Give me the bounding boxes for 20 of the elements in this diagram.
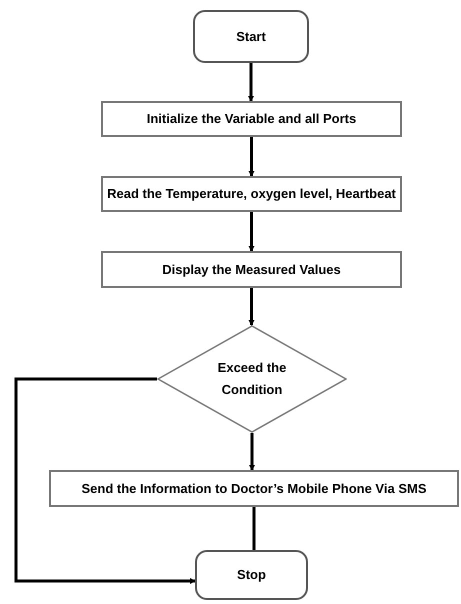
- process-box: [101, 176, 402, 212]
- node-text: Start: [236, 28, 266, 46]
- process-box: [101, 101, 402, 137]
- arrow: [248, 288, 254, 326]
- decision-diamond: [157, 325, 347, 433]
- node-text: Read the Temperature, oxygen level, Heartbeat: [107, 185, 396, 203]
- arrow: [248, 212, 254, 252]
- arrow: [249, 433, 255, 471]
- node-text: Exceed the Condition: [216, 359, 288, 399]
- node-text: Stop: [237, 566, 266, 584]
- arrow: [248, 137, 254, 177]
- node-text: Display the Measured Values: [162, 260, 341, 279]
- node-text: Initialize the Variable and all Ports: [146, 110, 356, 128]
- arrow: [248, 63, 254, 102]
- arrow: [14, 378, 196, 584]
- terminal-box: [195, 550, 308, 600]
- node-text: Send the Information to Doctor’s Mobile Phone Via SMS: [81, 480, 426, 498]
- terminal-box: [193, 10, 309, 63]
- process-box: [101, 251, 402, 288]
- process-box: [49, 470, 459, 507]
